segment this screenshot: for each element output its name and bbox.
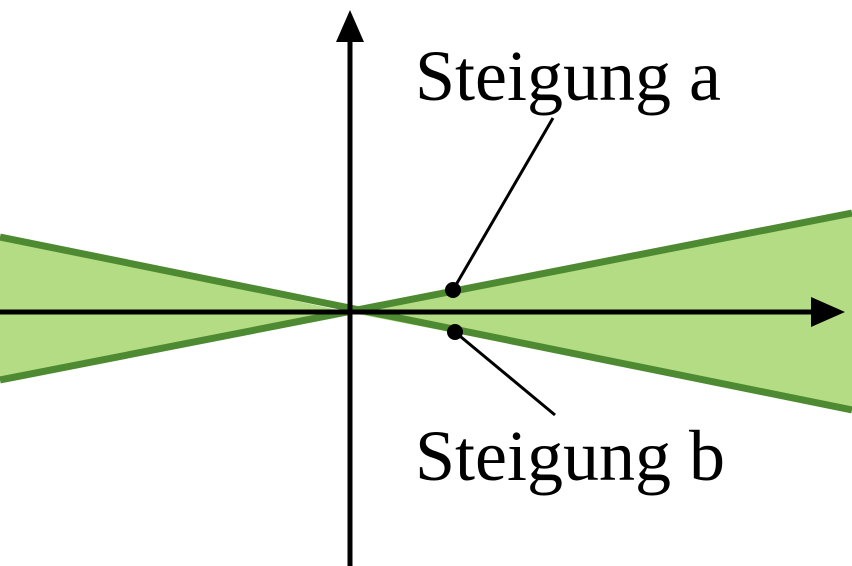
pointer-dot-b (447, 324, 463, 340)
y-axis-arrowhead (336, 10, 364, 42)
shaded-region-left (0, 237, 352, 380)
label-slope-b: Steigung b (415, 416, 725, 496)
pointer-line-b (454, 330, 556, 417)
line-slope-b (0, 233, 852, 414)
pointer-line-a (451, 117, 555, 291)
pointer-dot-a (445, 282, 461, 298)
line-slope-a (0, 209, 852, 384)
label-slope-a: Steigung a (415, 36, 721, 116)
x-axis-arrowhead (811, 297, 845, 327)
